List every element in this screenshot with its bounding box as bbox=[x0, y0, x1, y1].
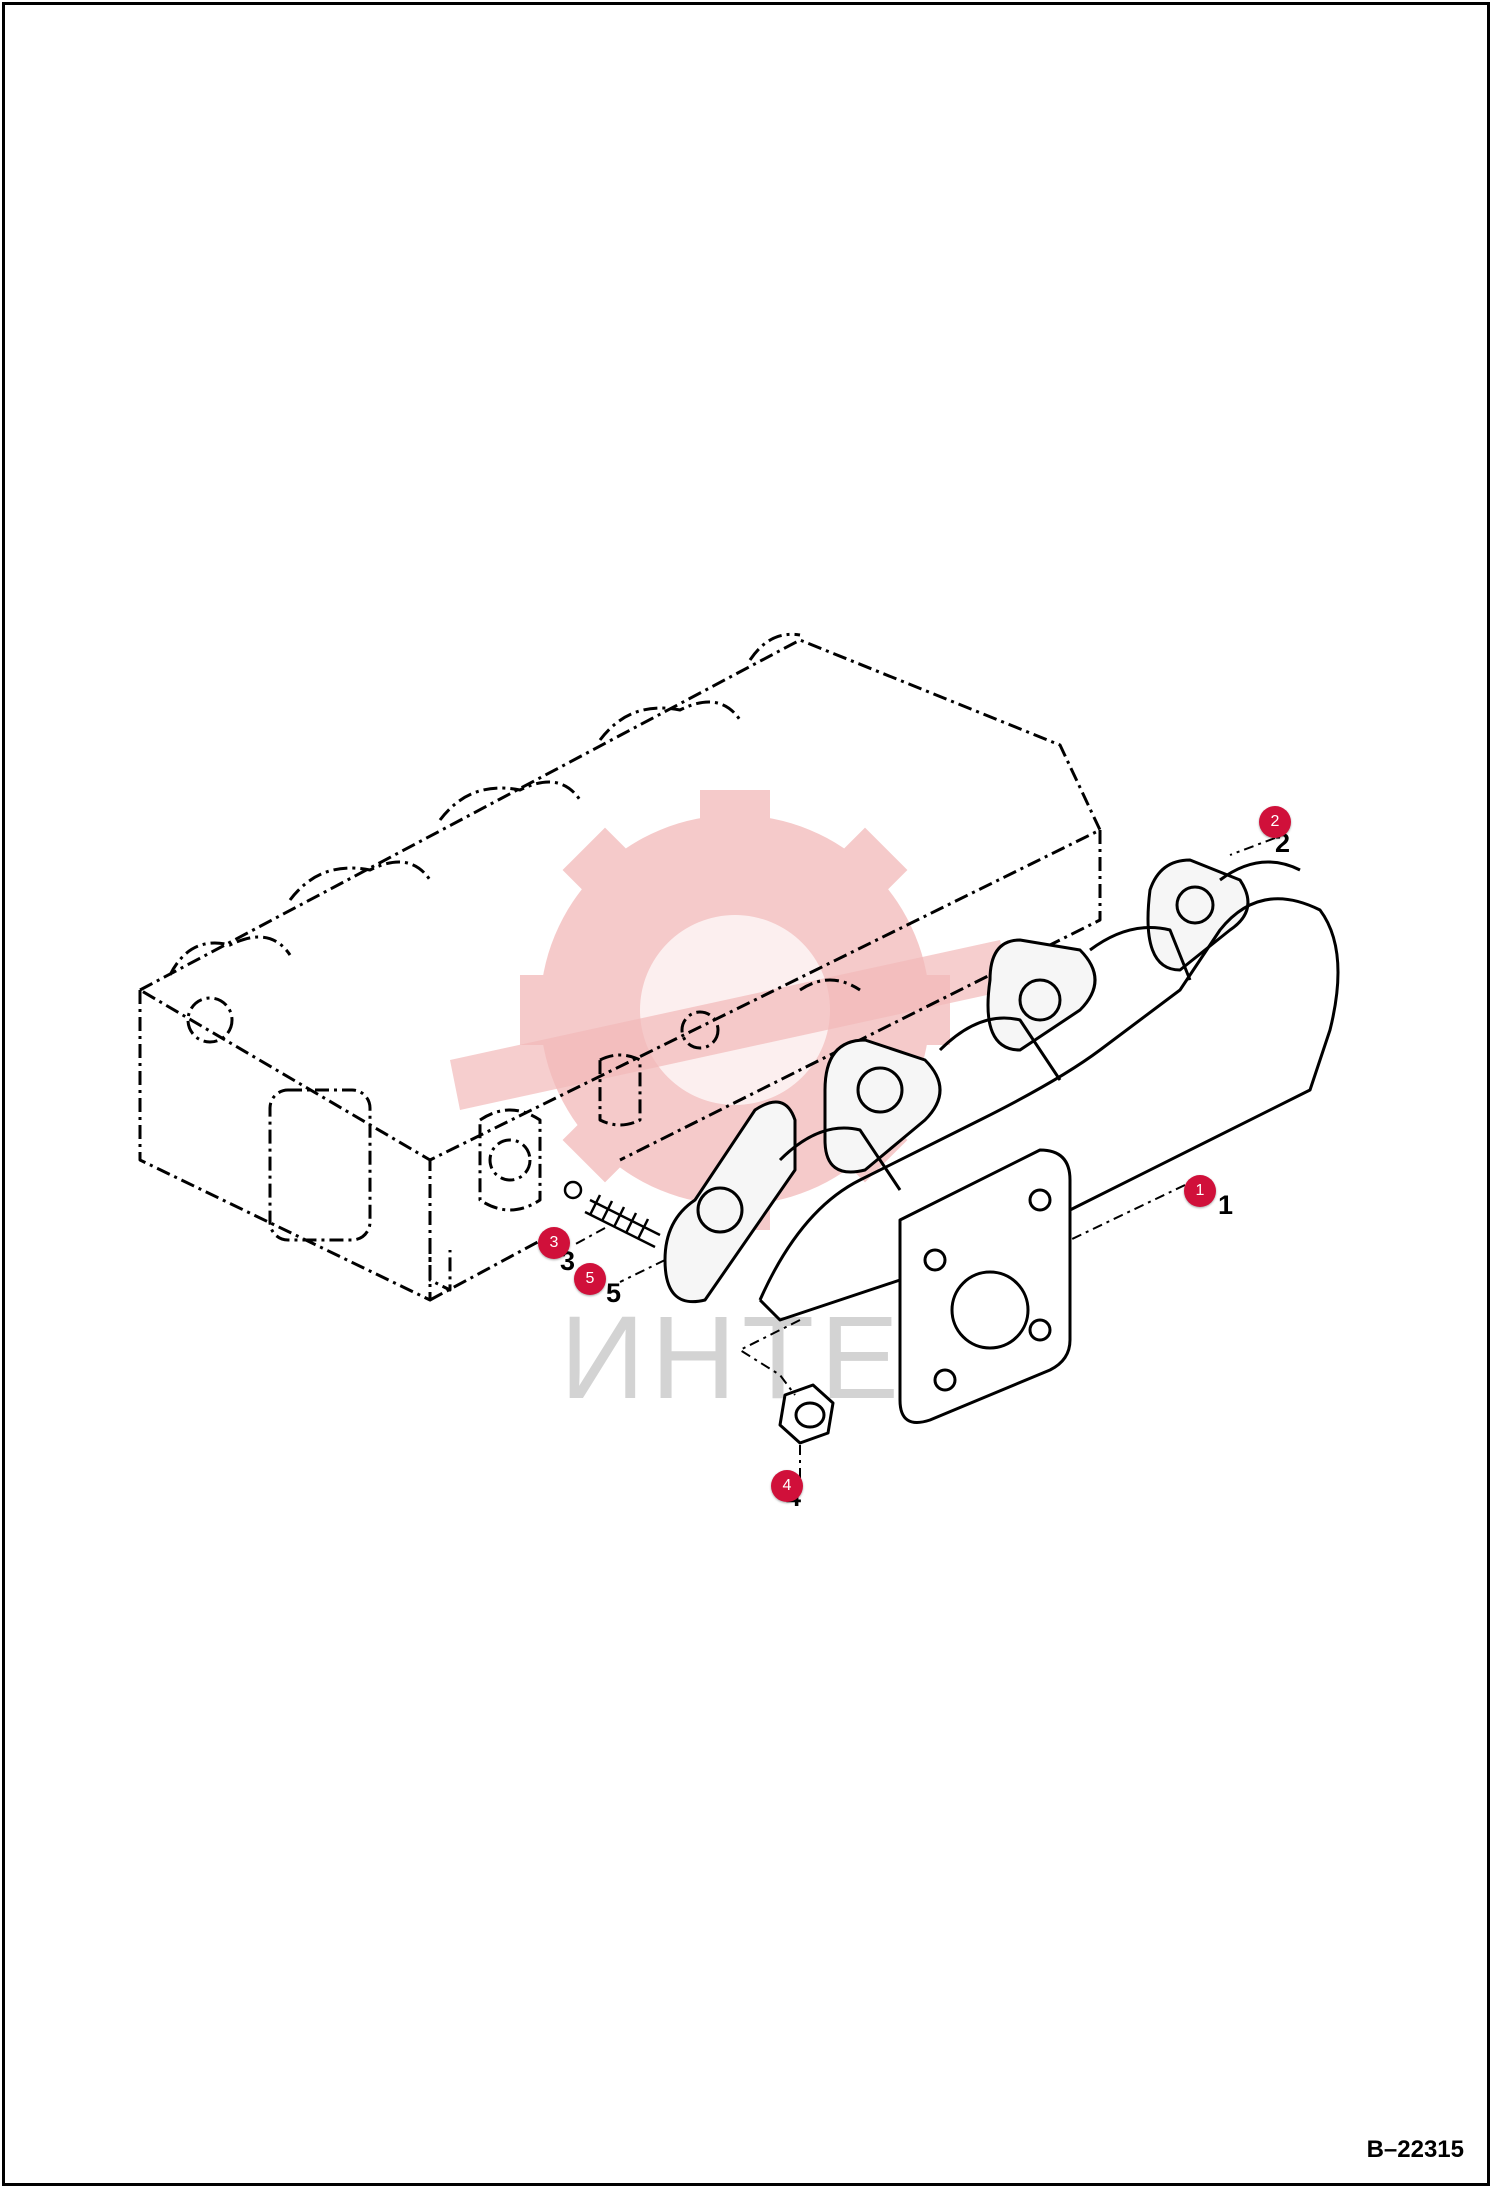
leader-lines bbox=[571, 837, 1276, 1480]
figure-id: B–22315 bbox=[1366, 2136, 1464, 2163]
part-label-5: 5 bbox=[606, 1278, 622, 1308]
manifold-gaskets bbox=[663, 858, 1250, 1303]
cylinder-head-outline bbox=[138, 632, 1102, 1302]
part-label-1: 1 bbox=[1218, 1190, 1234, 1220]
flange-nut bbox=[778, 1383, 835, 1445]
stud bbox=[563, 1180, 661, 1249]
callout-3[interactable]: 3 bbox=[538, 1227, 570, 1259]
callout-2[interactable]: 2 bbox=[1259, 806, 1291, 838]
callout-4[interactable]: 4 bbox=[771, 1470, 803, 1502]
manifold-body bbox=[758, 860, 1340, 1424]
callout-1[interactable]: 1 bbox=[1184, 1175, 1216, 1207]
callout-5[interactable]: 5 bbox=[574, 1263, 606, 1295]
